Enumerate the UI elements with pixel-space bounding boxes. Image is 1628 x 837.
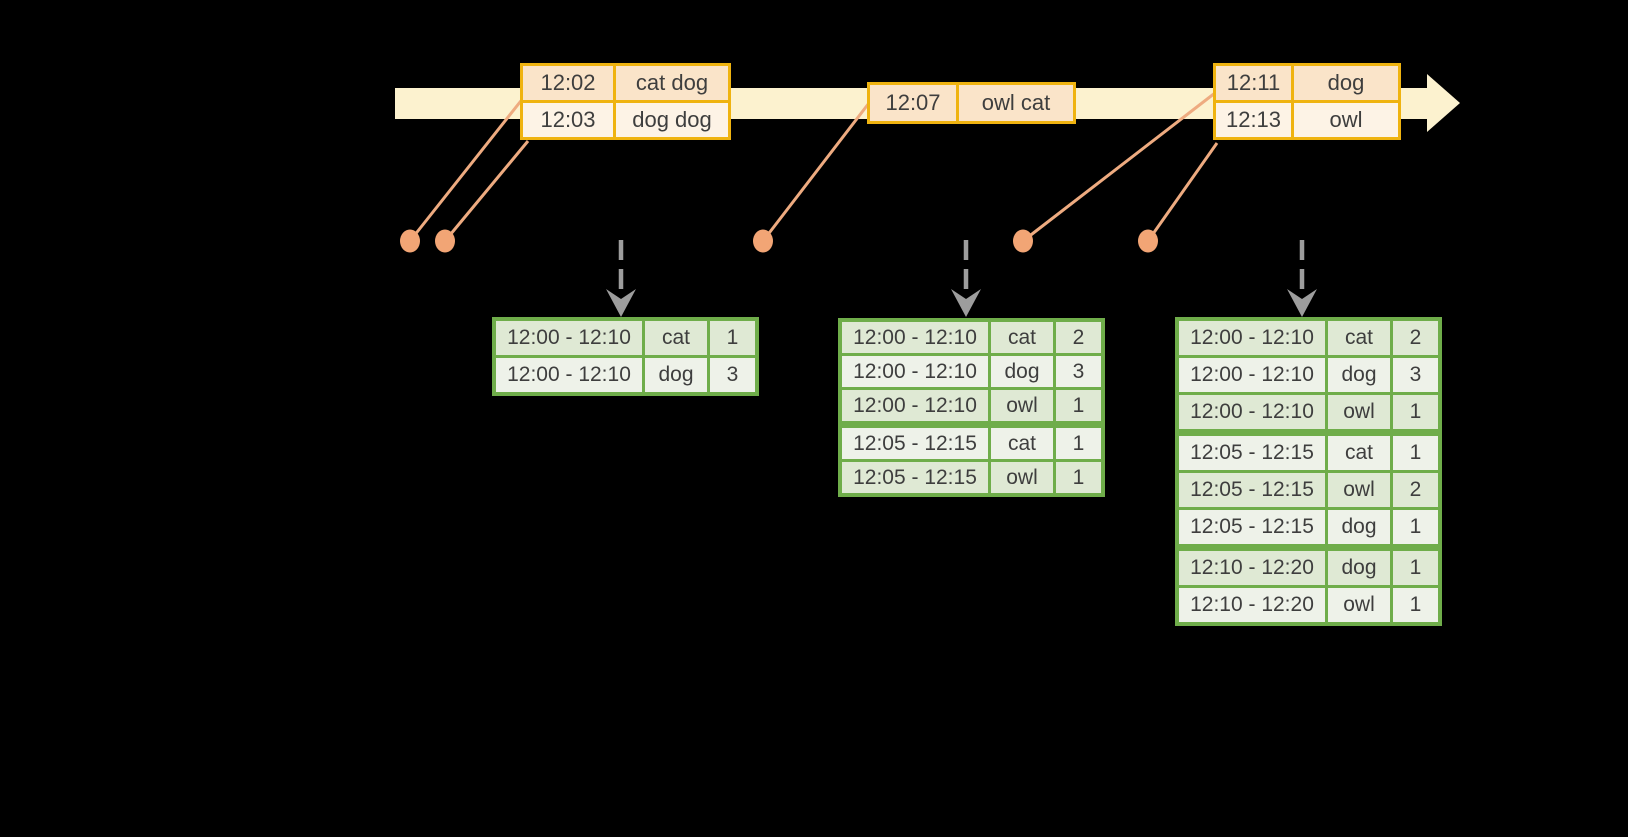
result-window-cell: 12:00 - 12:10: [1179, 321, 1325, 355]
result-count-cell: 2: [1393, 473, 1438, 507]
result-window-cell: 12:10 - 12:20: [1179, 588, 1325, 622]
result-word-cell: dog: [991, 356, 1053, 387]
result-word-cell: cat: [1328, 321, 1390, 355]
result-word-cell: dog: [1328, 510, 1390, 544]
event-time-cell: 12:11: [1216, 66, 1291, 100]
event-connector-line: [761, 102, 871, 242]
event-words-cell: dog: [1294, 66, 1398, 100]
result-word-cell: dog: [645, 358, 707, 392]
event-time-cell: 12:07: [870, 85, 956, 121]
result-window-cell: 12:05 - 12:15: [842, 428, 988, 459]
result-window-cell: 12:10 - 12:20: [1179, 551, 1325, 585]
result-word-cell: cat: [991, 322, 1053, 353]
result-count-cell: 1: [1393, 436, 1438, 470]
result-word-cell: dog: [1328, 358, 1390, 392]
result-word-cell: cat: [1328, 436, 1390, 470]
event-marker-dot-icon: [1138, 229, 1158, 253]
result-word-cell: owl: [1328, 588, 1390, 622]
event-words-cell: owl cat: [959, 85, 1073, 121]
event-connector-line: [443, 140, 530, 242]
result-window-cell: 12:00 - 12:10: [496, 321, 642, 355]
result-count-cell: 1: [710, 321, 755, 355]
result-window-cell: 12:00 - 12:10: [496, 358, 642, 392]
result-count-cell: 3: [1393, 358, 1438, 392]
result-count-cell: 1: [1393, 588, 1438, 622]
event-time-cell: 12:13: [1216, 103, 1291, 137]
result-count-cell: 2: [1056, 322, 1101, 353]
result-count-cell: 1: [1056, 390, 1101, 421]
result-window-cell: 12:05 - 12:15: [1179, 510, 1325, 544]
result-word-cell: dog: [1328, 551, 1390, 585]
result-word-cell: cat: [991, 428, 1053, 459]
result-count-cell: 1: [1393, 395, 1438, 429]
result-count-cell: 1: [1393, 510, 1438, 544]
result-window-cell: 12:00 - 12:10: [842, 356, 988, 387]
timeline-arrowhead-icon: [1427, 74, 1460, 132]
result-window-cell: 12:00 - 12:10: [1179, 395, 1325, 429]
result-window-cell: 12:00 - 12:10: [842, 390, 988, 421]
event-words-cell: cat dog: [616, 66, 728, 100]
event-connector-line: [1146, 142, 1219, 242]
result-window-cell: 12:05 - 12:15: [1179, 473, 1325, 507]
trigger-arrow-icon: [951, 240, 981, 317]
result-count-cell: 3: [710, 358, 755, 392]
event-words-cell: dog dog: [616, 103, 728, 137]
result-count-cell: 1: [1393, 551, 1438, 585]
event-connector-line: [1022, 91, 1216, 243]
result-count-cell: 1: [1056, 428, 1101, 459]
result-window-cell: 12:00 - 12:10: [1179, 358, 1325, 392]
result-window-cell: 12:05 - 12:15: [1179, 436, 1325, 470]
event-connector-line: [408, 96, 526, 242]
event-marker-dot-icon: [1013, 229, 1033, 253]
event-time-cell: 12:02: [523, 66, 613, 100]
event-marker-dot-icon: [400, 229, 420, 253]
result-window-cell: 12:00 - 12:10: [842, 322, 988, 353]
result-count-cell: 3: [1056, 356, 1101, 387]
result-count-cell: 2: [1393, 321, 1438, 355]
event-time-cell: 12:03: [523, 103, 613, 137]
event-marker-dot-icon: [753, 229, 773, 253]
event-marker-dot-icon: [435, 229, 455, 253]
result-word-cell: owl: [991, 462, 1053, 493]
trigger-arrow-icon: [1287, 240, 1317, 317]
result-count-cell: 1: [1056, 462, 1101, 493]
event-words-cell: owl: [1294, 103, 1398, 137]
result-word-cell: owl: [1328, 395, 1390, 429]
result-word-cell: owl: [1328, 473, 1390, 507]
trigger-arrow-icon: [606, 240, 636, 317]
result-word-cell: cat: [645, 321, 707, 355]
result-word-cell: owl: [991, 390, 1053, 421]
result-window-cell: 12:05 - 12:15: [842, 462, 988, 493]
